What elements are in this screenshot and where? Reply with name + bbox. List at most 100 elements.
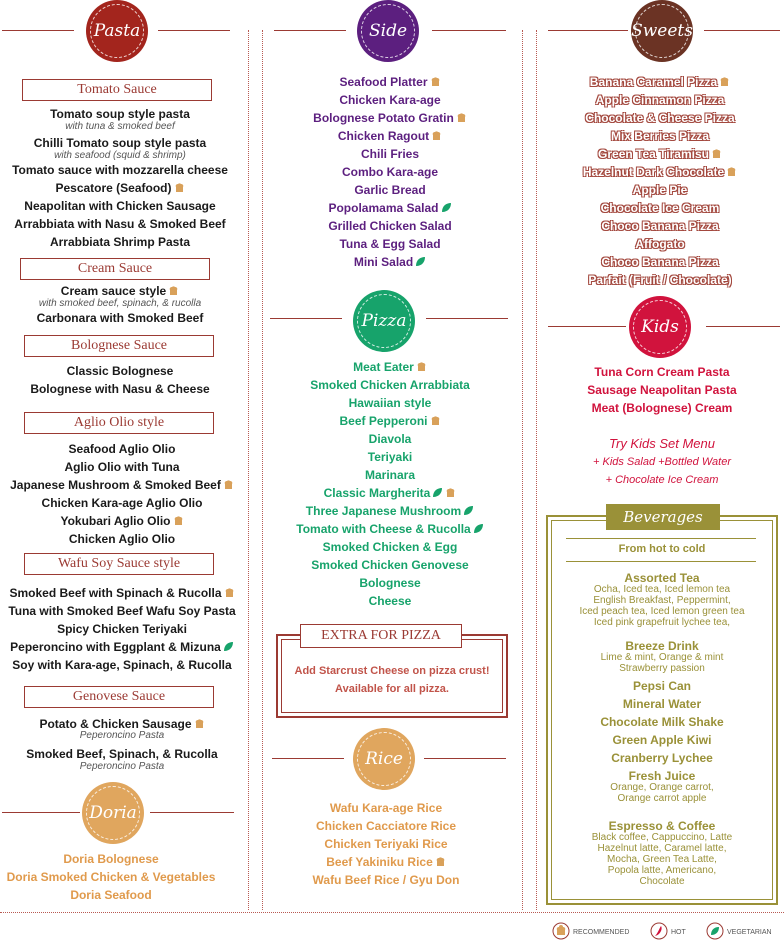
menu-item: Smoked Chicken Arrabbiata: [310, 378, 470, 392]
chef-hat-icon: [173, 515, 184, 529]
column-divider: [248, 30, 249, 910]
doria-badge: Doria: [82, 782, 144, 844]
menu-item: Doria Seafood: [70, 888, 152, 902]
menu-item: Aglio Olio with Tuna: [64, 460, 180, 474]
side-title: Side: [368, 21, 408, 41]
menu-item: Smoked Chicken Genovese: [311, 558, 469, 572]
menu-item: Classic Bolognese: [66, 364, 174, 378]
menu-item: Marinara: [364, 468, 416, 482]
menu-item: Japanese Mushroom & Smoked Beef: [0, 478, 244, 493]
drink-name: Espresso & Coffee: [608, 819, 716, 833]
menu-item: Chicken Kara-age Aglio Olio: [41, 496, 203, 510]
wafu-soy-heading: Wafu Soy Sauce style: [24, 553, 214, 575]
menu-item: Peperoncino with Eggplant & Mizuna: [0, 640, 244, 655]
drink-detail: Iced peach tea, Iced lemon green tea: [579, 606, 745, 617]
genovese-sauce-heading: Genovese Sauce: [24, 686, 214, 708]
chef-hat-icon: [223, 479, 234, 493]
menu-item: Affogato: [635, 237, 685, 251]
menu-item: Bolognese Potato Gratin: [270, 111, 510, 126]
pasta-badge: Pasta: [86, 0, 148, 62]
menu-item: Tuna & Egg Salad: [339, 237, 441, 251]
menu-item: Green Tea Tiramisu: [540, 147, 780, 162]
menu-item: Banana Caramel Pizza: [540, 75, 780, 90]
menu-item: Wafu Kara-age Rice: [329, 801, 443, 815]
menu-item: Smoked Beef with Spinach & Rucolla: [0, 586, 244, 601]
menu-item: Bolognese: [359, 576, 421, 590]
menu-item: Apple Pie: [632, 183, 688, 197]
chef-hat-icon: [435, 856, 446, 870]
pasta-rule-left: [2, 30, 74, 31]
pizza-rule-right: [426, 318, 508, 319]
leaf-icon: [473, 523, 484, 537]
menu-item: Tomato with Cheese & Rucolla: [270, 522, 510, 537]
menu-item: Three Japanese Mushroom: [270, 504, 510, 519]
menu-item: Chicken Teriyaki Rice: [324, 837, 448, 851]
chef-hat-icon: [416, 361, 427, 375]
menu-item: Spicy Chicken Teriyaki: [57, 622, 187, 636]
menu-item-note: with smoked beef, spinach, & rucolla: [38, 298, 202, 309]
drink-detail: Lime & mint, Orange & mint: [600, 652, 724, 663]
chef-hat-icon: [711, 148, 722, 162]
sweets-title: Sweets: [631, 21, 693, 41]
column-divider: [522, 30, 523, 910]
legend: RECOMMENDED HOT VEGETARIAN: [552, 922, 784, 942]
chef-hat-icon: [552, 922, 570, 942]
menu-item: Teriyaki: [367, 450, 413, 464]
menu-item: Chilli Tomato soup style pasta: [33, 136, 207, 150]
drink-name: Fresh Juice: [628, 769, 696, 783]
menu-item: Carbonara with Smoked Beef: [36, 311, 204, 325]
drink-detail: English Breakfast, Peppermint,: [593, 595, 731, 606]
menu-item: Pescatore (Seafood): [0, 181, 240, 196]
beverages-subtitle: From hot to cold: [618, 543, 706, 555]
kids-rule-left: [548, 326, 626, 327]
menu-item: Tuna with Smoked Beef Wafu Soy Pasta: [8, 604, 236, 618]
rice-rule-right: [424, 758, 506, 759]
menu-item: Doria Bolognese: [63, 852, 159, 866]
kids-set-title: Try Kids Set Menu: [609, 436, 715, 451]
side-rule-right: [432, 30, 506, 31]
beverages-title: Beverages: [606, 504, 720, 530]
leaf-icon: [706, 922, 724, 942]
chef-hat-icon: [430, 76, 441, 90]
leaf-icon: [463, 505, 474, 519]
legend-hot: HOT: [650, 922, 686, 942]
menu-item-note: with seafood (squid & shrimp): [54, 150, 186, 161]
kids-badge: Kids: [629, 296, 691, 358]
menu-item-note: Peperoncino Pasta: [79, 730, 165, 741]
bolognese-sauce-heading: Bolognese Sauce: [24, 335, 214, 357]
menu-item: Yokubari Aglio Olio: [0, 514, 244, 529]
drink-detail: Orange carrot apple: [617, 793, 707, 804]
pizza-rule-left: [270, 318, 342, 319]
leaf-icon: [415, 256, 426, 270]
chef-hat-icon: [194, 718, 205, 732]
menu-item: Sausage Neapolitan Pasta: [587, 383, 737, 397]
menu-item: Popolamama Salad: [270, 201, 510, 216]
drink-detail: Strawberry passion: [619, 663, 705, 674]
doria-rule-right: [150, 812, 234, 813]
extra-pizza-line: Add Starcrust Cheese on pizza crust!: [294, 665, 490, 677]
legend-recommended: RECOMMENDED: [552, 922, 629, 942]
drink-detail: Iced pink grapefruit lychee tea,: [593, 617, 731, 628]
chef-hat-icon: [719, 76, 730, 90]
menu-item: Chili Fries: [360, 147, 419, 161]
menu-item: Mix Berries Pizza: [610, 129, 710, 143]
menu-item: Parfait (Fruit / Chocolate): [588, 273, 732, 287]
drink-detail: Popola latte, Americano,: [607, 865, 717, 876]
rice-badge: Rice: [353, 728, 415, 790]
doria-title: Doria: [89, 803, 137, 823]
kids-rule-right: [706, 326, 780, 327]
drink-name: Pepsi Can: [632, 679, 692, 693]
menu-item: Smoked Chicken & Egg: [322, 540, 458, 554]
menu-item: Chocolate & Cheese Pizza: [585, 111, 735, 125]
chef-hat-icon: [174, 182, 185, 196]
drink-detail: Orange, Orange carrot,: [610, 782, 714, 793]
side-badge: Side: [357, 0, 419, 62]
aglio-olio-heading: Aglio Olio style: [24, 412, 214, 434]
menu-item: Beef Pepperoni: [270, 414, 510, 429]
menu-item: Mini Salad: [270, 255, 510, 270]
menu-item: Beef Yakiniku Rice: [270, 855, 502, 870]
side-rule-left: [274, 30, 346, 31]
pasta-title: Pasta: [93, 21, 141, 41]
column-divider: [536, 30, 537, 910]
menu-item: Tomato soup style pasta: [50, 107, 190, 121]
